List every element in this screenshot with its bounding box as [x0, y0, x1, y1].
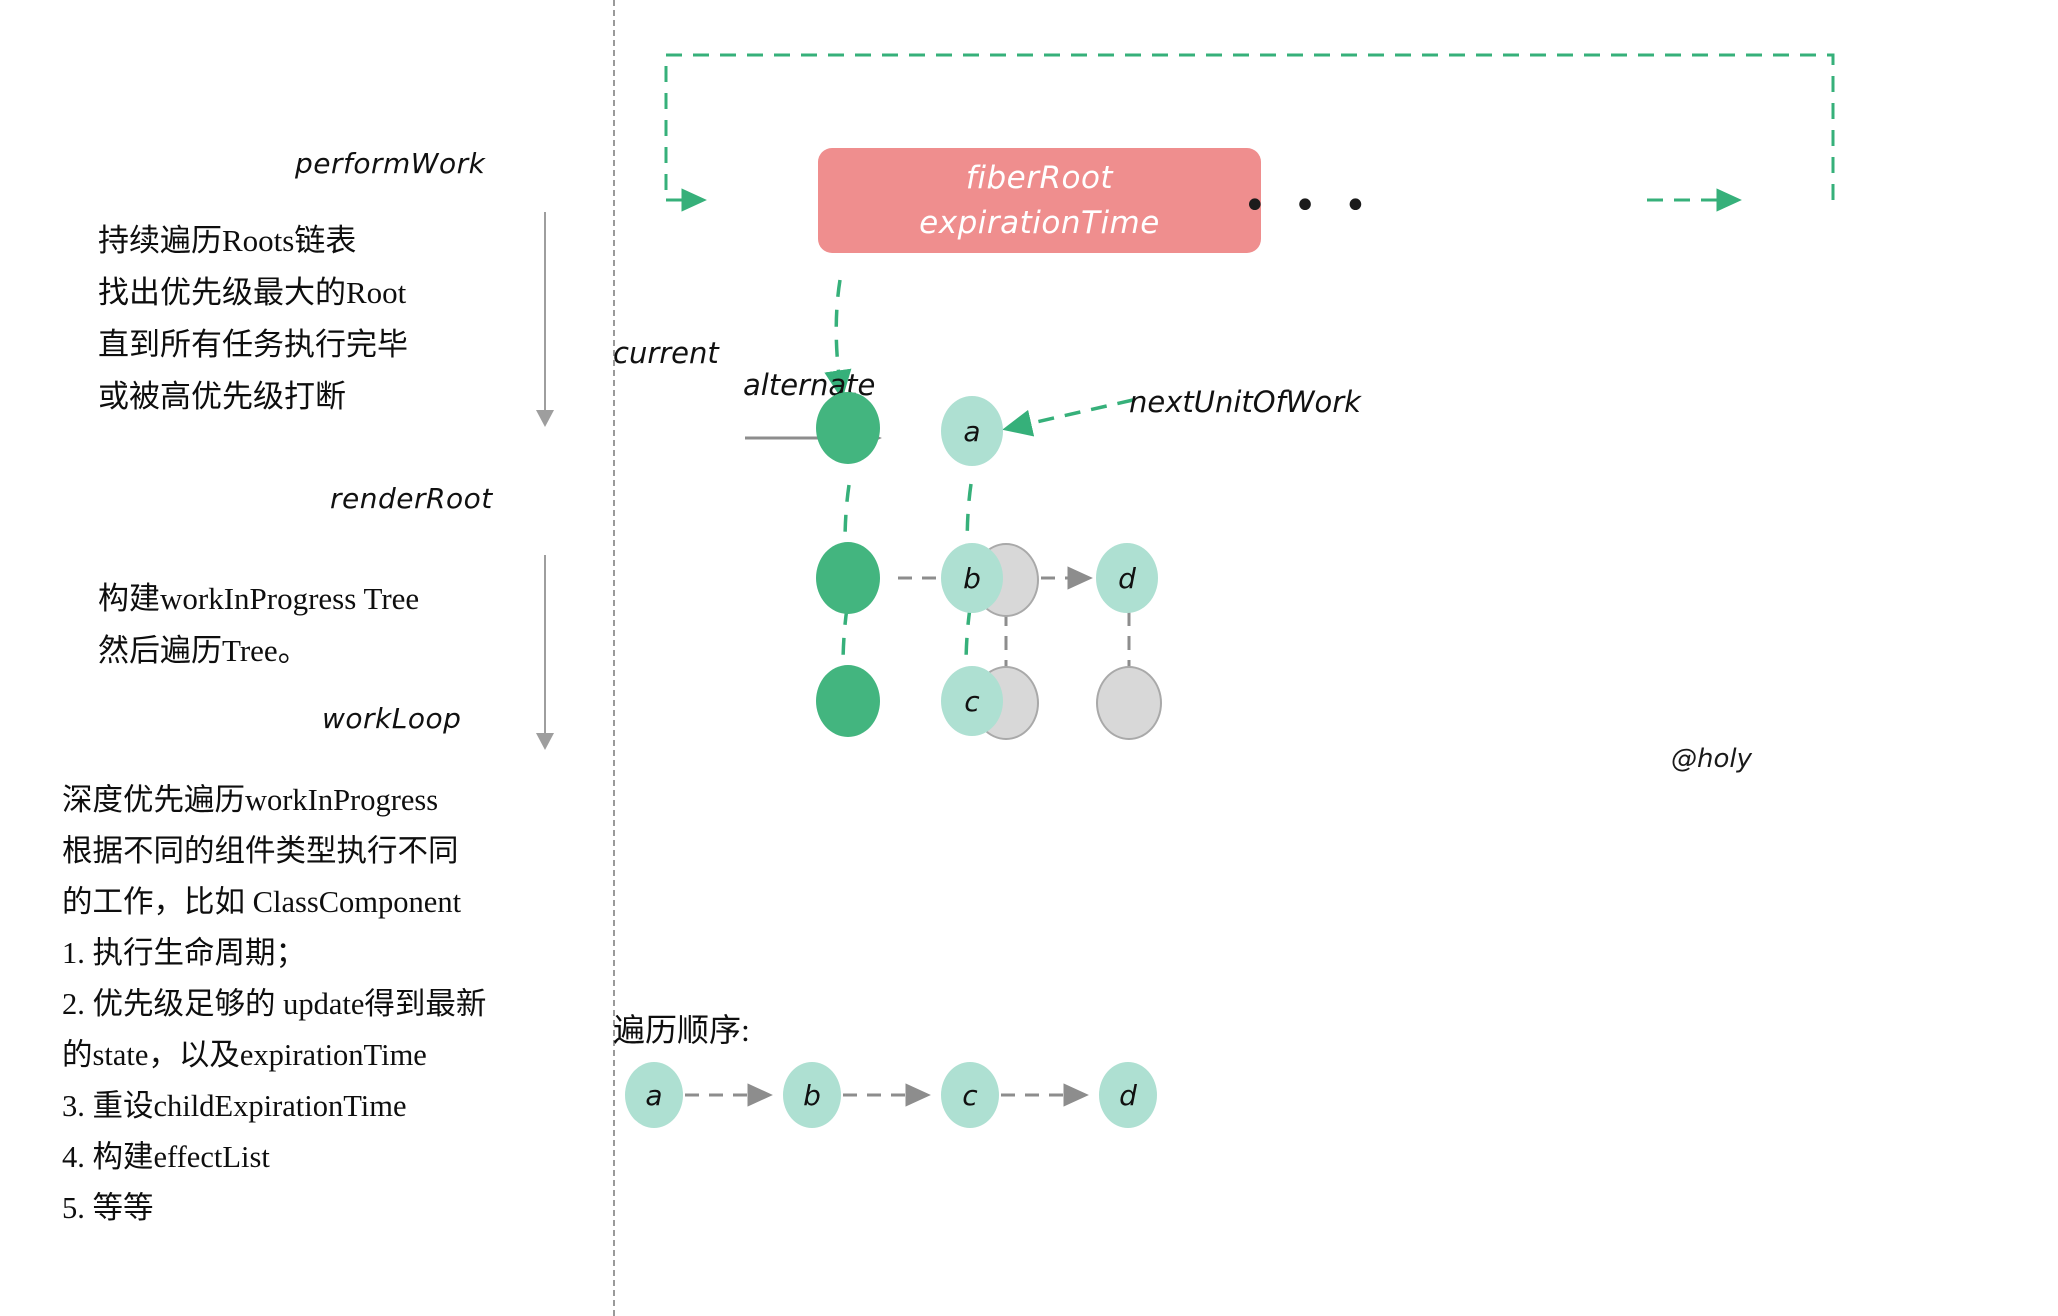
paragraph-line: 的state，以及expirationTime: [62, 1038, 427, 1072]
paragraph-line: 持续遍历Roots链表: [98, 223, 357, 258]
right-diagram-pane: fiberRoot expirationTime • • • current a…: [613, 0, 2058, 1316]
flow-arrow-performwork-to-renderroot: [536, 212, 554, 427]
vertical-divider: [613, 0, 615, 1316]
traversal-node-b[interactable]: b: [783, 1062, 841, 1128]
paragraph-line: 3. 重设childExpirationTime: [62, 1089, 407, 1123]
paragraph-line: 直到所有任务执行完毕: [98, 327, 408, 362]
node-current-grandchild[interactable]: [816, 665, 880, 737]
paragraph-line: 4. 构建effectList: [62, 1140, 270, 1174]
next-unit-of-work-arrow: [1002, 398, 1134, 437]
paragraph-renderroot: 构建workInProgress Tree 然后遍历Tree。: [98, 573, 419, 677]
paragraph-workloop: 深度优先遍历workInProgress 根据不同的组件类型执行不同 的工作，比…: [62, 775, 486, 1234]
paragraph-performwork: 持续遍历Roots链表 找出优先级最大的Root 直到所有任务执行完毕 或被高优…: [98, 215, 408, 423]
current-tree-grandchild-arrow: [830, 607, 858, 736]
traversal-node-a[interactable]: a: [625, 1062, 683, 1128]
traversal-node-d[interactable]: d: [1099, 1062, 1157, 1128]
node-wip-b[interactable]: b: [941, 543, 1003, 613]
author-signature: @holy: [1671, 744, 1752, 774]
node-current-root[interactable]: [816, 392, 880, 464]
stage-label-performwork: performWork: [295, 147, 486, 180]
node-wip-c[interactable]: c: [941, 666, 1003, 736]
node-wip-a[interactable]: a: [941, 396, 1003, 466]
paragraph-line: 构建workInProgress Tree: [98, 581, 420, 616]
ellipsis-more-roots: • • •: [1243, 183, 1375, 229]
paragraph-line: 1. 执行生命周期；: [62, 936, 306, 970]
fiber-root-title: fiberRoot: [965, 159, 1114, 196]
roots-linked-list-loop: [664, 53, 1835, 212]
paragraph-line: 或被高优先级打断: [98, 379, 346, 414]
fiber-root-box[interactable]: fiberRoot expirationTime: [818, 148, 1261, 253]
connector-layer: [664, 53, 1835, 1107]
stage-label-workloop: workLoop: [322, 702, 462, 735]
wip-a-to-b-arrow: [955, 483, 983, 613]
stage-label-renderroot: renderRoot: [330, 482, 493, 515]
label-current: current: [613, 336, 719, 370]
node-current-child[interactable]: [816, 542, 880, 614]
paragraph-line: 找出优先级最大的Root: [98, 275, 407, 310]
paragraph-line: 然后遍历Tree。: [98, 633, 309, 668]
paragraph-line: 5. 等等: [62, 1191, 154, 1225]
current-pointer-arrow: [824, 279, 852, 400]
paragraph-line: 深度优先遍历workInProgress: [62, 783, 439, 817]
paragraph-line: 2. 优先级足够的 update得到最新: [62, 987, 487, 1021]
paragraph-line: 根据不同的组件类型执行不同: [62, 834, 459, 868]
traversal-node-c[interactable]: c: [941, 1062, 999, 1128]
fiber-root-expiration-time: expirationTime: [919, 204, 1160, 241]
left-explanation-pane: performWork 持续遍历Roots链表 找出优先级最大的Root 直到所…: [0, 0, 613, 1316]
label-next-unit-of-work: nextUnitOfWork: [1129, 385, 1361, 419]
wip-b-to-c-arrow: [953, 607, 981, 736]
flow-arrow-renderroot-to-workloop: [536, 555, 554, 750]
paragraph-line: 的工作，比如 ClassComponent: [62, 885, 462, 919]
node-wip-d-child[interactable]: [1096, 666, 1162, 740]
traversal-order-title: 遍历顺序:: [613, 1012, 750, 1048]
node-wip-d[interactable]: d: [1096, 543, 1158, 613]
